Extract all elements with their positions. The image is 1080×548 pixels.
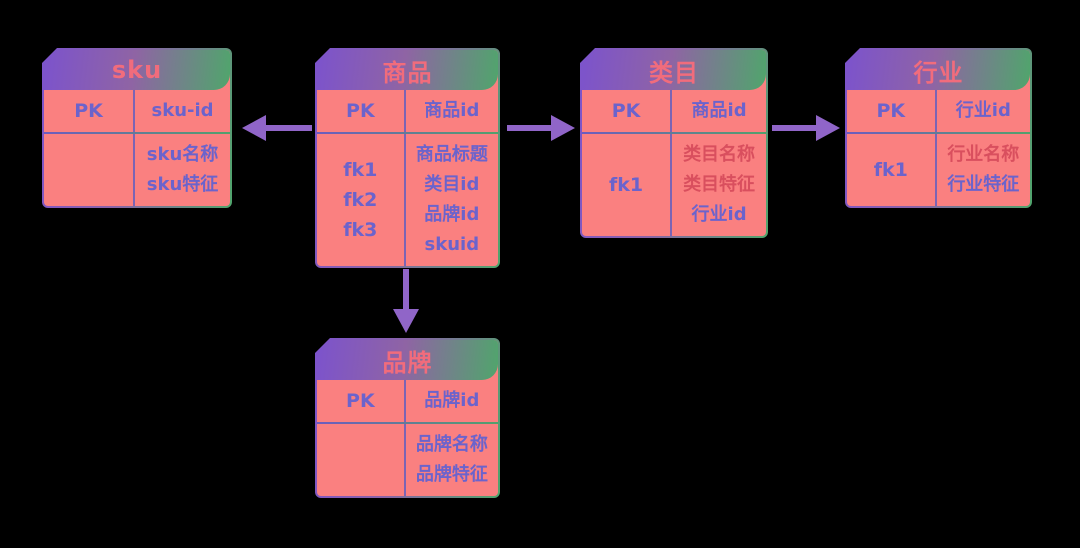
key-cell: fk1 fk2 fk3 bbox=[317, 134, 406, 266]
key-cell: PK bbox=[317, 90, 406, 132]
row-divider bbox=[317, 132, 498, 134]
field-label: skuid bbox=[424, 234, 480, 255]
value-cell: 行业名称行业特征 bbox=[937, 134, 1030, 206]
table-title: 商品 bbox=[317, 50, 498, 90]
table-title: 类目 bbox=[582, 50, 766, 90]
entity-table-sku: sku PK sku-id sku名称 sku特征 bbox=[42, 48, 232, 208]
key-label: PK bbox=[74, 100, 103, 122]
field-label: sku名称 bbox=[146, 144, 219, 165]
key-cell: PK bbox=[847, 90, 937, 132]
key-cell: PK bbox=[582, 90, 673, 132]
key-cell bbox=[44, 134, 136, 206]
row-divider bbox=[582, 132, 766, 134]
field-label: sku-id bbox=[151, 100, 214, 121]
key-label: fk1 bbox=[343, 159, 378, 181]
entity-table-product: 商品 PK 商品id fk1 fk2 fk3 商品标题类目id 品牌id skuid bbox=[315, 48, 500, 268]
field-label: 类目特征 bbox=[683, 174, 756, 195]
arrow-category-to-industry bbox=[772, 115, 840, 141]
table-row: fk1 fk2 fk3 商品标题类目id 品牌id skuid bbox=[317, 134, 498, 266]
entity-table-brand: 品牌 PK 品牌id 品牌名称品牌特征 bbox=[315, 338, 500, 498]
row-divider bbox=[44, 132, 230, 134]
table-row: PK 商品id bbox=[317, 90, 498, 132]
table-title: sku bbox=[44, 50, 230, 90]
table-row: 品牌名称品牌特征 bbox=[317, 424, 498, 496]
value-cell: sku-id bbox=[135, 90, 230, 132]
key-cell: PK bbox=[317, 380, 406, 422]
entity-table-industry: 行业 PK 行业id fk1 行业名称行业特征 bbox=[845, 48, 1032, 208]
value-cell: 类目名称类目特征行业id bbox=[672, 134, 766, 236]
field-label: 类目id bbox=[424, 174, 480, 195]
arrow-product-to-brand bbox=[393, 269, 419, 333]
key-label: PK bbox=[611, 100, 641, 122]
field-label: 商品id bbox=[424, 100, 480, 121]
table-title: 品牌 bbox=[317, 340, 498, 380]
value-cell: 商品id bbox=[406, 90, 498, 132]
field-label: 品牌名称 bbox=[415, 434, 488, 455]
row-divider bbox=[847, 132, 1030, 134]
key-label: fk2 bbox=[343, 189, 378, 211]
value-cell: 商品标题类目id 品牌id skuid bbox=[406, 134, 498, 266]
field-label: 品牌id bbox=[424, 204, 480, 225]
key-label: PK bbox=[346, 100, 375, 122]
value-cell: sku名称 sku特征 bbox=[135, 134, 230, 206]
table-row: fk1 类目名称类目特征行业id bbox=[582, 134, 766, 236]
key-cell: PK bbox=[44, 90, 136, 132]
field-label: 行业id bbox=[955, 100, 1011, 121]
field-label: sku特征 bbox=[146, 174, 219, 195]
key-label: PK bbox=[876, 100, 906, 122]
key-label: fk3 bbox=[343, 219, 378, 241]
table-row: fk1 行业名称行业特征 bbox=[847, 134, 1030, 206]
table-row: sku名称 sku特征 bbox=[44, 134, 230, 206]
key-cell: fk1 bbox=[582, 134, 673, 236]
key-label: PK bbox=[346, 390, 375, 412]
table-row: PK sku-id bbox=[44, 90, 230, 132]
table-row: PK 商品id bbox=[582, 90, 766, 132]
field-label: 品牌id bbox=[424, 390, 480, 411]
field-label: 商品id bbox=[691, 100, 747, 121]
table-title: 行业 bbox=[847, 50, 1030, 90]
field-label: 类目名称 bbox=[683, 144, 756, 165]
value-cell: 品牌id bbox=[406, 380, 498, 422]
field-label: 行业名称 bbox=[947, 144, 1020, 165]
field-label: 行业特征 bbox=[947, 174, 1020, 195]
table-row: PK 品牌id bbox=[317, 380, 498, 422]
value-cell: 品牌名称品牌特征 bbox=[406, 424, 498, 496]
field-label: 品牌特征 bbox=[415, 464, 488, 485]
table-row: PK 行业id bbox=[847, 90, 1030, 132]
key-label: fk1 bbox=[873, 159, 908, 181]
key-cell: fk1 bbox=[847, 134, 937, 206]
value-cell: 商品id bbox=[672, 90, 766, 132]
arrow-product-to-sku bbox=[242, 115, 312, 141]
entity-table-category: 类目 PK 商品id fk1 类目名称类目特征行业id bbox=[580, 48, 768, 238]
arrow-product-to-category bbox=[507, 115, 575, 141]
key-cell bbox=[317, 424, 406, 496]
field-label: 商品标题 bbox=[415, 144, 488, 165]
key-label: fk1 bbox=[609, 174, 644, 196]
row-divider bbox=[317, 422, 498, 424]
field-label: 行业id bbox=[691, 204, 747, 225]
value-cell: 行业id bbox=[937, 90, 1030, 132]
